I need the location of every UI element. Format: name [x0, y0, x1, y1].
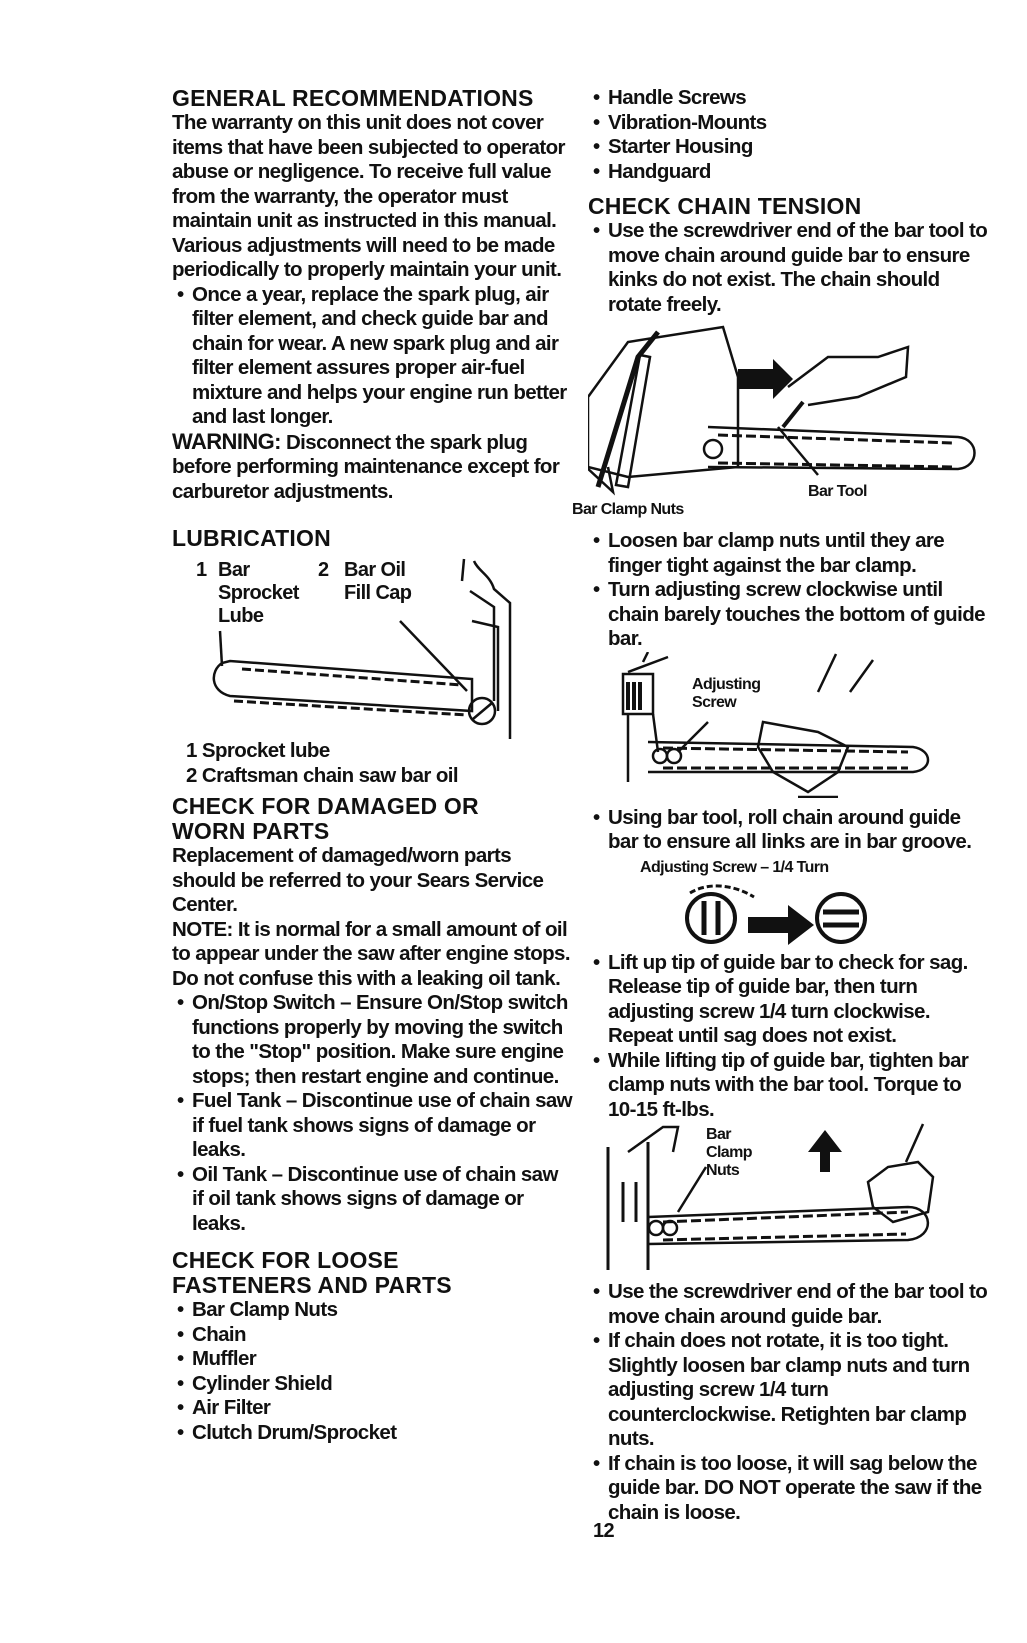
- loose-item-cylinder-shield: Cylinder Shield: [172, 1372, 572, 1397]
- adjusting-screw-icon: [651, 747, 669, 764]
- loose-item-muffler: Muffler: [172, 1347, 572, 1372]
- bar-clamp-figure: Bar Clamp Nuts: [588, 1122, 993, 1270]
- chain-saw-bar-illustration: [212, 558, 512, 739]
- adjusting-screw-figure: Adjusting Screw: [588, 651, 993, 798]
- on-stop-switch-bullet: On/Stop Switch – Ensure On/Stop switch f…: [172, 991, 572, 1089]
- warning-text: Disconnect the spark plug before perform…: [172, 430, 560, 503]
- gloved-hand: [787, 345, 910, 407]
- turn-caption: Adjusting Screw – 1/4 Turn: [640, 858, 829, 876]
- adjusting-screw-label: Adjusting Screw: [692, 675, 761, 711]
- left-column: GENERAL RECOMMENDATIONS The warranty on …: [172, 85, 573, 1446]
- tension-bullet-1: Use the screwdriver end of the bar tool …: [588, 219, 993, 317]
- warning-label: WARNING:: [172, 428, 281, 454]
- bar-clamp-nuts-figure-label: Bar Clamp Nuts: [706, 1126, 753, 1179]
- bar-clamp-nut-icon: [647, 1219, 665, 1237]
- loose-item-handguard: Handguard: [588, 160, 993, 185]
- hand-icon: [756, 720, 850, 793]
- guide-bar: [647, 1205, 930, 1246]
- right-column: Handle Screws Vibration-Mounts Starter H…: [572, 86, 993, 1526]
- note-paragraph: NOTE: It is normal for a small amount of…: [172, 918, 572, 992]
- tension-bullet-5: Lift up tip of guide bar to check for sa…: [588, 951, 993, 1049]
- sprocket-lube-leader: [218, 630, 224, 667]
- lubrication-item-1: 1 Sprocket lube: [186, 739, 330, 762]
- saw-housing: [621, 672, 655, 715]
- tension-bullet-4: Using bar tool, roll chain around guide …: [588, 806, 993, 855]
- tension-bullet-3: Turn adjusting screw clockwise until cha…: [588, 578, 993, 652]
- loose-item-clutch-drum: Clutch Drum/Sprocket: [172, 1421, 572, 1446]
- bar-sprocket-lube-number: 1: [196, 559, 207, 581]
- tension-bullet-8: If chain does not rotate, it is too tigh…: [588, 1329, 993, 1452]
- bar-tool-figure: Bar Tool: [588, 317, 993, 507]
- saw-body-outline: [588, 325, 740, 479]
- bar-sprocket-lube-label: Bar Sprocket Lube: [218, 559, 299, 627]
- tension-bullet-9: If chain is too loose, it will sag below…: [588, 1452, 993, 1526]
- bar-clamp-nuts-label: Bar Clamp Nuts: [572, 501, 684, 518]
- bar-tool-leader: [777, 426, 819, 476]
- rotate-arrow-icon: [748, 904, 814, 945]
- damaged-parts-heading: CHECK FOR DAMAGED OR WORN PARTS: [172, 793, 479, 844]
- bar-tool-illustration: [588, 325, 976, 496]
- general-recommendations-heading: GENERAL RECOMMENDATIONS: [172, 85, 534, 111]
- lubrication-figure: 1 Bar Sprocket Lube 2 Bar Oil Fill Cap: [172, 551, 572, 739]
- lubrication-item-2: 2 Craftsman chain saw bar oil: [186, 763, 459, 787]
- chain-tension-heading: CHECK CHAIN TENSION: [588, 193, 862, 219]
- loose-item-starter-housing: Starter Housing: [588, 135, 993, 160]
- right-arrow-icon: [738, 359, 793, 399]
- lubrication-heading: LUBRICATION: [172, 525, 331, 551]
- bar-tool-icon: [781, 400, 805, 429]
- screw-before-icon: [685, 891, 737, 944]
- loose-item-air-filter: Air Filter: [172, 1396, 572, 1421]
- bar-oil-fill-cap-label: Bar Oil Fill Cap: [344, 559, 412, 604]
- adjusting-screw-illustration: [621, 651, 930, 798]
- tension-bullet-7: Use the screwdriver end of the bar tool …: [588, 1280, 993, 1329]
- page-number: 12: [593, 1520, 615, 1542]
- screw-after-icon: [815, 891, 867, 944]
- general-recommendations-bullet: Once a year, replace the spark plug, air…: [172, 283, 572, 430]
- loose-fasteners-heading: CHECK FOR LOOSE FASTENERS AND PARTS: [172, 1247, 452, 1298]
- quarter-turn-illustration: [685, 883, 867, 945]
- note-label: NOTE:: [172, 917, 233, 941]
- loose-item-vibration-mounts: Vibration-Mounts: [588, 111, 993, 136]
- loose-item-chain: Chain: [172, 1323, 572, 1348]
- lifting-hand-icon: [866, 1160, 935, 1224]
- oil-cap-leader: [399, 620, 468, 692]
- tension-bullet-2: Loosen bar clamp nuts until they are fin…: [588, 529, 993, 578]
- damaged-parts-body: Replacement of damaged/worn parts should…: [172, 844, 544, 916]
- loose-item-handle-screws: Handle Screws: [588, 86, 993, 111]
- quarter-turn-diagram: [676, 883, 993, 945]
- tension-bullet-6: While lifting tip of guide bar, tighten …: [588, 1049, 993, 1123]
- up-arrow-icon: [808, 1130, 842, 1172]
- saw-housing-outline: [460, 558, 512, 739]
- front-handle: [614, 353, 652, 489]
- general-recommendations-body: The warranty on this unit does not cover…: [172, 111, 565, 281]
- bar-oil-fill-cap-number: 2: [318, 559, 329, 581]
- fuel-tank-bullet: Fuel Tank – Discontinue use of chain saw…: [172, 1089, 573, 1163]
- oil-tank-bullet: Oil Tank – Discontinue use of chain saw …: [172, 1163, 572, 1237]
- loose-item-bar-clamp-nuts: Bar Clamp Nuts: [172, 1298, 572, 1323]
- adjusting-screw-leader: [677, 720, 709, 753]
- bar-tool-label: Bar Tool: [808, 483, 868, 500]
- bar-clamp-illustration: [606, 1123, 935, 1270]
- guide-bar-outline: [212, 659, 474, 713]
- oil-cap-icon: [467, 696, 497, 726]
- bar-clamp-nut-icon: [702, 438, 724, 460]
- note-text: It is normal for a small amount of oil t…: [172, 917, 571, 990]
- warning-paragraph: WARNING: Disconnect the spark plug befor…: [172, 428, 572, 505]
